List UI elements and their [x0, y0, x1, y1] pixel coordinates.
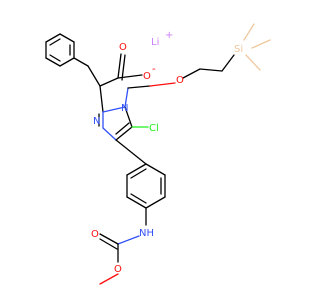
anionic-oxygen-charge: - — [152, 64, 156, 75]
benzyl-linker — [73, 57, 101, 87]
chlorine-label: Cl — [149, 123, 159, 134]
silicon-label: Si — [234, 44, 243, 55]
phenyl-ring — [45, 33, 75, 67]
lithium-label: Li — [151, 37, 159, 48]
ring-nitrogen-label: N — [121, 103, 128, 114]
atom-labels: Li + O O - Si O N N Cl NH O O — [91, 30, 243, 275]
methoxy-oxygen-label: O — [114, 264, 122, 275]
imidazole-nitrogen-label: N — [93, 116, 100, 127]
structure-canvas: Li + O O - Si O N N Cl NH O O — [45, 23, 271, 285]
ether-oxygen-label: O — [176, 75, 184, 86]
carbamate-carbonyl-oxygen-label: O — [91, 229, 99, 240]
molecule-diagram: Li + O O - Si O N N Cl NH O O — [45, 23, 271, 285]
imidazole-ring — [98, 85, 133, 141]
sem-group — [124, 23, 271, 108]
carboxylate-group — [99, 53, 143, 87]
amide-nitrogen-label: NH — [139, 228, 154, 239]
anionic-oxygen-label: O — [143, 71, 151, 82]
lithium-charge: + — [165, 30, 173, 41]
aryl-ring — [115, 139, 166, 209]
carbamate-group — [99, 207, 147, 285]
carbonyl-oxygen-label: O — [119, 42, 127, 53]
